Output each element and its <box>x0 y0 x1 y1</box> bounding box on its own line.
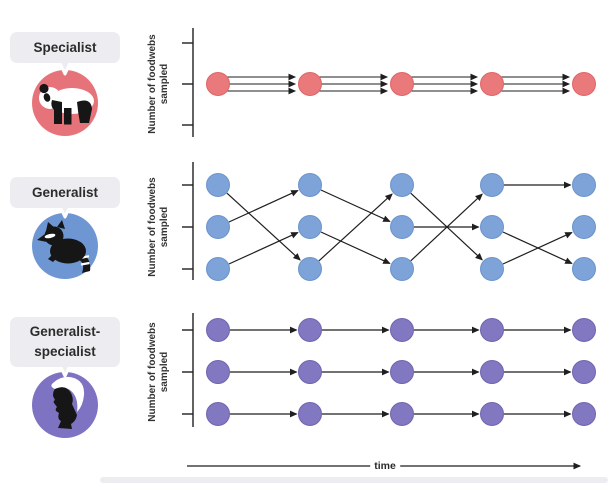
foodweb-node-generalist-specialist-r2c3 <box>480 402 504 426</box>
foodweb-node-generalist-r2c2 <box>390 257 414 281</box>
y-axis-label: Number of foodwebs sampled <box>146 166 172 288</box>
raccoon-icon-silhouette <box>37 220 91 273</box>
foodweb-node-generalist-r2c3 <box>480 257 504 281</box>
y-axis-label: Number of foodwebs sampled <box>146 311 172 433</box>
foodweb-node-generalist-r0c3 <box>480 173 504 197</box>
foodweb-node-generalist-specialist-r0c4 <box>572 318 596 342</box>
y-axis-label-line: sampled <box>159 351 170 393</box>
foodweb-node-generalist-r0c2 <box>390 173 414 197</box>
foodweb-node-generalist-specialist-r0c0 <box>206 318 230 342</box>
foodweb-node-specialist-r1c4 <box>572 72 596 96</box>
foodweb-node-generalist-r2c1 <box>298 257 322 281</box>
foodweb-node-specialist-r1c1 <box>298 72 322 96</box>
sampling-arrow <box>320 231 391 264</box>
label-generalist: Generalist <box>10 177 120 208</box>
raccoon-icon <box>32 200 98 279</box>
time-axis-label: time <box>370 460 400 472</box>
y-axis-label: Number of foodwebs sampled <box>146 23 172 145</box>
sampling-arrow <box>502 232 573 265</box>
foodweb-node-generalist-r0c1 <box>298 173 322 197</box>
sampling-arrow <box>228 232 299 265</box>
foodweb-node-generalist-r2c0 <box>206 257 230 281</box>
foodweb-node-specialist-r1c0 <box>206 72 230 96</box>
foodweb-node-generalist-specialist-r1c0 <box>206 360 230 384</box>
panda-icon <box>32 57 98 136</box>
foodweb-node-generalist-specialist-r0c2 <box>390 318 414 342</box>
foodweb-node-generalist-specialist-r0c3 <box>480 318 504 342</box>
y-axis-label-line: Number of foodwebs <box>147 177 158 277</box>
sampling-arrow <box>228 190 299 223</box>
foodweb-node-generalist-specialist-r2c0 <box>206 402 230 426</box>
label-text: Generalist <box>31 184 99 200</box>
foodweb-node-generalist-specialist-r1c4 <box>572 360 596 384</box>
foodweb-node-generalist-r0c4 <box>572 173 596 197</box>
y-axis-label-line: sampled <box>159 206 170 248</box>
label-text: specialist <box>34 344 96 359</box>
cropped-caption-edge <box>100 477 608 483</box>
label-text: Generalist- <box>29 324 101 340</box>
human-head-icon <box>32 359 98 438</box>
foodweb-node-generalist-r1c0 <box>206 215 230 239</box>
human-head-icon-silhouette <box>51 376 85 429</box>
foodweb-node-specialist-r1c2 <box>390 72 414 96</box>
sampling-arrow <box>226 192 301 261</box>
foodweb-node-generalist-r1c1 <box>298 215 322 239</box>
foodweb-node-specialist-r1c3 <box>480 72 504 96</box>
label-specialist: Specialist <box>10 32 120 63</box>
foodweb-node-generalist-r2c4 <box>572 257 596 281</box>
y-axis-label-line: sampled <box>159 63 170 105</box>
foodweb-node-generalist-specialist-r2c4 <box>572 402 596 426</box>
sampling-arrow <box>410 193 483 262</box>
panel-chart-specialist <box>182 28 596 137</box>
y-axis-label-line: Number of foodwebs <box>147 322 158 422</box>
panda-icon-silhouette <box>39 83 94 125</box>
foodweb-node-generalist-r1c2 <box>390 215 414 239</box>
y-axis-label-line: Number of foodwebs <box>147 34 158 134</box>
foodweb-node-generalist-specialist-r1c1 <box>298 360 322 384</box>
label-text: Specialist <box>33 39 97 55</box>
panel-chart-generalist-specialist <box>182 313 596 427</box>
foodweb-node-generalist-specialist-r2c2 <box>390 402 414 426</box>
foodweb-node-generalist-specialist-r1c3 <box>480 360 504 384</box>
foodweb-node-generalist-specialist-r1c2 <box>390 360 414 384</box>
foodweb-node-generalist-specialist-r2c1 <box>298 402 322 426</box>
label-generalist-specialist: Generalist- specialist <box>10 317 120 367</box>
sampling-arrow <box>320 189 391 222</box>
foodweb-node-generalist-specialist-r0c1 <box>298 318 322 342</box>
foodweb-node-generalist-r0c0 <box>206 173 230 197</box>
panel-chart-generalist <box>182 162 596 281</box>
sampling-arrow <box>318 193 393 262</box>
foodweb-node-generalist-r1c4 <box>572 215 596 239</box>
foodweb-node-generalist-r1c3 <box>480 215 504 239</box>
